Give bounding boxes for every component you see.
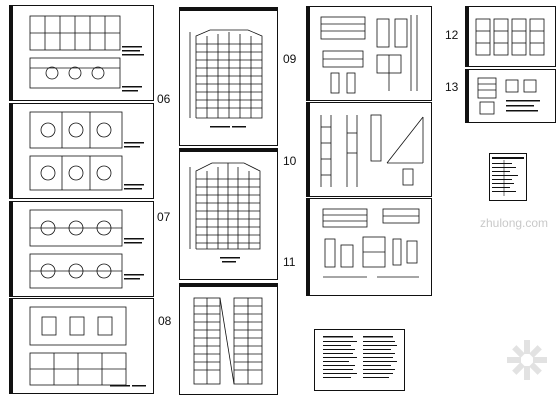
sheet-number-12: 12 xyxy=(445,28,459,42)
title-block xyxy=(180,149,277,152)
drawing-sheet-detail-12[interactable] xyxy=(465,6,556,67)
drawing-sheet-notes[interactable] xyxy=(314,329,405,391)
drawing-sheet-elevation-1[interactable] xyxy=(179,7,278,146)
title-block xyxy=(307,7,310,100)
title-block xyxy=(10,202,13,296)
section-drawing xyxy=(320,15,418,94)
title-block xyxy=(307,199,310,295)
sheet-number-06: 06 xyxy=(157,92,171,106)
section-drawing xyxy=(320,114,424,187)
elevation-drawing xyxy=(193,297,263,385)
elevation-drawing xyxy=(189,162,261,263)
title-block xyxy=(466,70,469,122)
floor-plan-drawing xyxy=(29,111,144,191)
watermark-text: zhulong.com xyxy=(480,216,549,230)
floor-plan-drawing xyxy=(29,209,144,289)
sheet-number-07: 07 xyxy=(157,210,171,224)
drawing-sheet-floor-plan-2[interactable] xyxy=(9,103,154,199)
sheet-number-13: 13 xyxy=(445,80,459,94)
drawing-sheet-elevation-2[interactable] xyxy=(179,148,278,280)
drawing-sheet-elevation-3[interactable] xyxy=(179,283,278,395)
elevation-drawing xyxy=(189,29,263,128)
floor-plan-drawing xyxy=(29,15,144,92)
title-block xyxy=(10,6,13,100)
section-drawing xyxy=(322,208,420,278)
floor-plan-drawing xyxy=(29,306,146,387)
sheet-number-10: 10 xyxy=(283,154,297,168)
drawing-sheet-section-2[interactable] xyxy=(306,102,432,197)
title-block xyxy=(307,103,310,196)
drawing-sheet-detail-13[interactable] xyxy=(465,69,556,123)
detail-drawing xyxy=(477,77,540,115)
sheet-number-11: 11 xyxy=(283,255,296,269)
title-block xyxy=(466,7,469,66)
drawing-sheet-floor-plan-1[interactable] xyxy=(9,5,154,101)
title-block xyxy=(180,284,277,287)
schedule-table xyxy=(492,157,524,196)
sheet-number-09: 09 xyxy=(283,52,297,66)
sheet-number-08: 08 xyxy=(158,314,172,328)
drawing-sheet-floor-plan-4[interactable] xyxy=(9,298,154,394)
title-block xyxy=(10,299,13,393)
title-block xyxy=(180,8,277,11)
drawing-sheet-schedule[interactable] xyxy=(489,153,527,201)
title-block xyxy=(10,104,13,198)
detail-drawing xyxy=(475,18,545,56)
drawing-sheet-section-1[interactable] xyxy=(306,6,432,101)
notes-text-block xyxy=(323,336,397,378)
drawing-sheet-section-3[interactable] xyxy=(306,198,432,296)
drawing-sheet-floor-plan-3[interactable] xyxy=(9,201,154,297)
